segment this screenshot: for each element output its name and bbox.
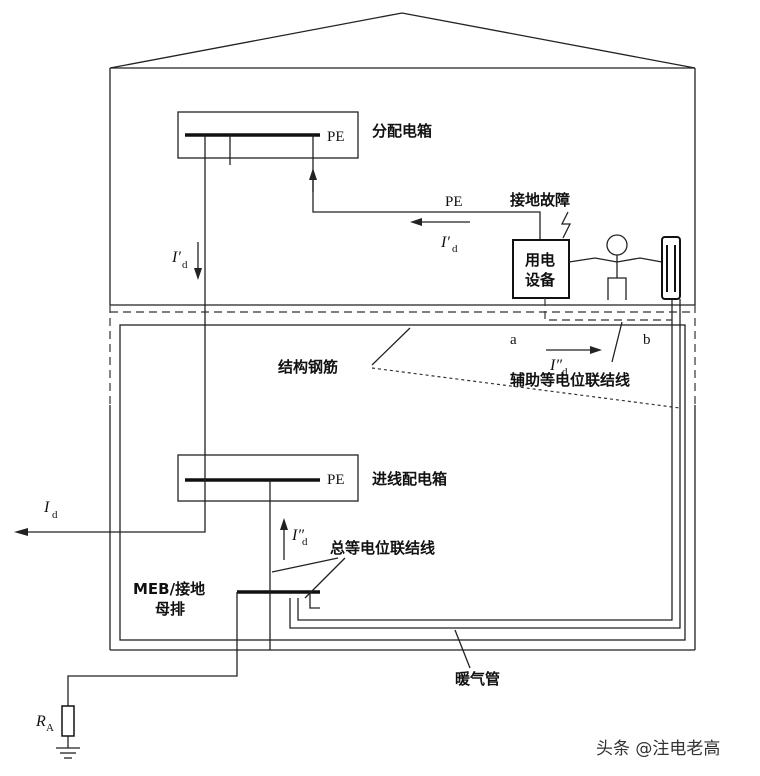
arrow-right-id-dprime <box>590 346 602 354</box>
person-figure <box>568 234 663 300</box>
roof <box>109 12 696 69</box>
pe-label-incoming: PE <box>327 472 345 488</box>
svg-text:A: A <box>46 722 54 734</box>
equipment-label-2: 设备 <box>525 271 556 289</box>
meb-label-2: 母排 <box>155 600 185 618</box>
svg-text:d: d <box>182 259 188 271</box>
pe-label-top: PE <box>327 129 345 145</box>
building-outline <box>109 12 696 651</box>
rebar-dotted-leader <box>371 367 681 409</box>
svg-text:d: d <box>562 366 568 378</box>
aux-bonding-label: 辅助等电位联结线 <box>510 371 630 389</box>
point-b-label: b <box>643 332 651 348</box>
id-prime-mid-label: I′ <box>440 234 450 251</box>
distribution-box-label: 分配电箱 <box>372 122 432 140</box>
earthing-conductor <box>67 592 238 706</box>
id-dprime-c-label: I″ <box>291 527 304 544</box>
distribution-box: PE 分配电箱 <box>177 111 432 159</box>
svg-text:d: d <box>452 243 458 255</box>
ra-resistor <box>61 705 75 737</box>
arrow-left-id <box>14 528 28 536</box>
ground-fault-label: 接地故障 <box>510 191 570 209</box>
equipment-label-1: 用电 <box>525 251 555 269</box>
id-main-label: I <box>43 499 50 516</box>
fault-spark-icon <box>560 211 572 239</box>
heating-pipe-inner <box>289 299 681 629</box>
aux-bonding-dashed <box>544 298 672 321</box>
meb-label-1: MEB/接地 <box>133 580 205 598</box>
pe-wire-to-equipment <box>312 135 541 240</box>
incoming-box-label: 进线配电箱 <box>372 470 447 488</box>
pe-wire-label: PE <box>445 194 463 210</box>
aux-bonding-leader <box>611 321 623 363</box>
svg-text:d: d <box>52 509 58 521</box>
id-prime-left-label: I′ <box>171 249 181 266</box>
arrow-left-id-prime <box>410 218 422 226</box>
arrow-down-id-prime <box>194 268 202 280</box>
heating-pipe-outer <box>297 299 673 621</box>
id-outgoing-line <box>28 480 206 533</box>
incoming-distribution-box: PE 进线配电箱 <box>177 454 447 502</box>
id-dprime-b-label: I″ <box>549 357 562 374</box>
arrow-up-id-dprime <box>280 518 288 530</box>
bonding-stub <box>309 592 320 609</box>
svg-text:d: d <box>302 536 308 548</box>
watermark: 头条 @注电老高 <box>596 739 721 759</box>
structural-rebar-frame <box>119 324 686 641</box>
ra-label: R <box>35 713 46 730</box>
main-bonding-label: 总等电位联结线 <box>330 539 435 557</box>
radiator <box>661 236 681 300</box>
arrow-up-pe <box>309 168 317 180</box>
structural-rebar-label: 结构钢筋 <box>278 358 338 376</box>
electrical-equipment: 用电 设备 <box>512 239 570 299</box>
point-a-label: a <box>510 332 517 348</box>
heating-pipe-label: 暖气管 <box>455 670 500 688</box>
